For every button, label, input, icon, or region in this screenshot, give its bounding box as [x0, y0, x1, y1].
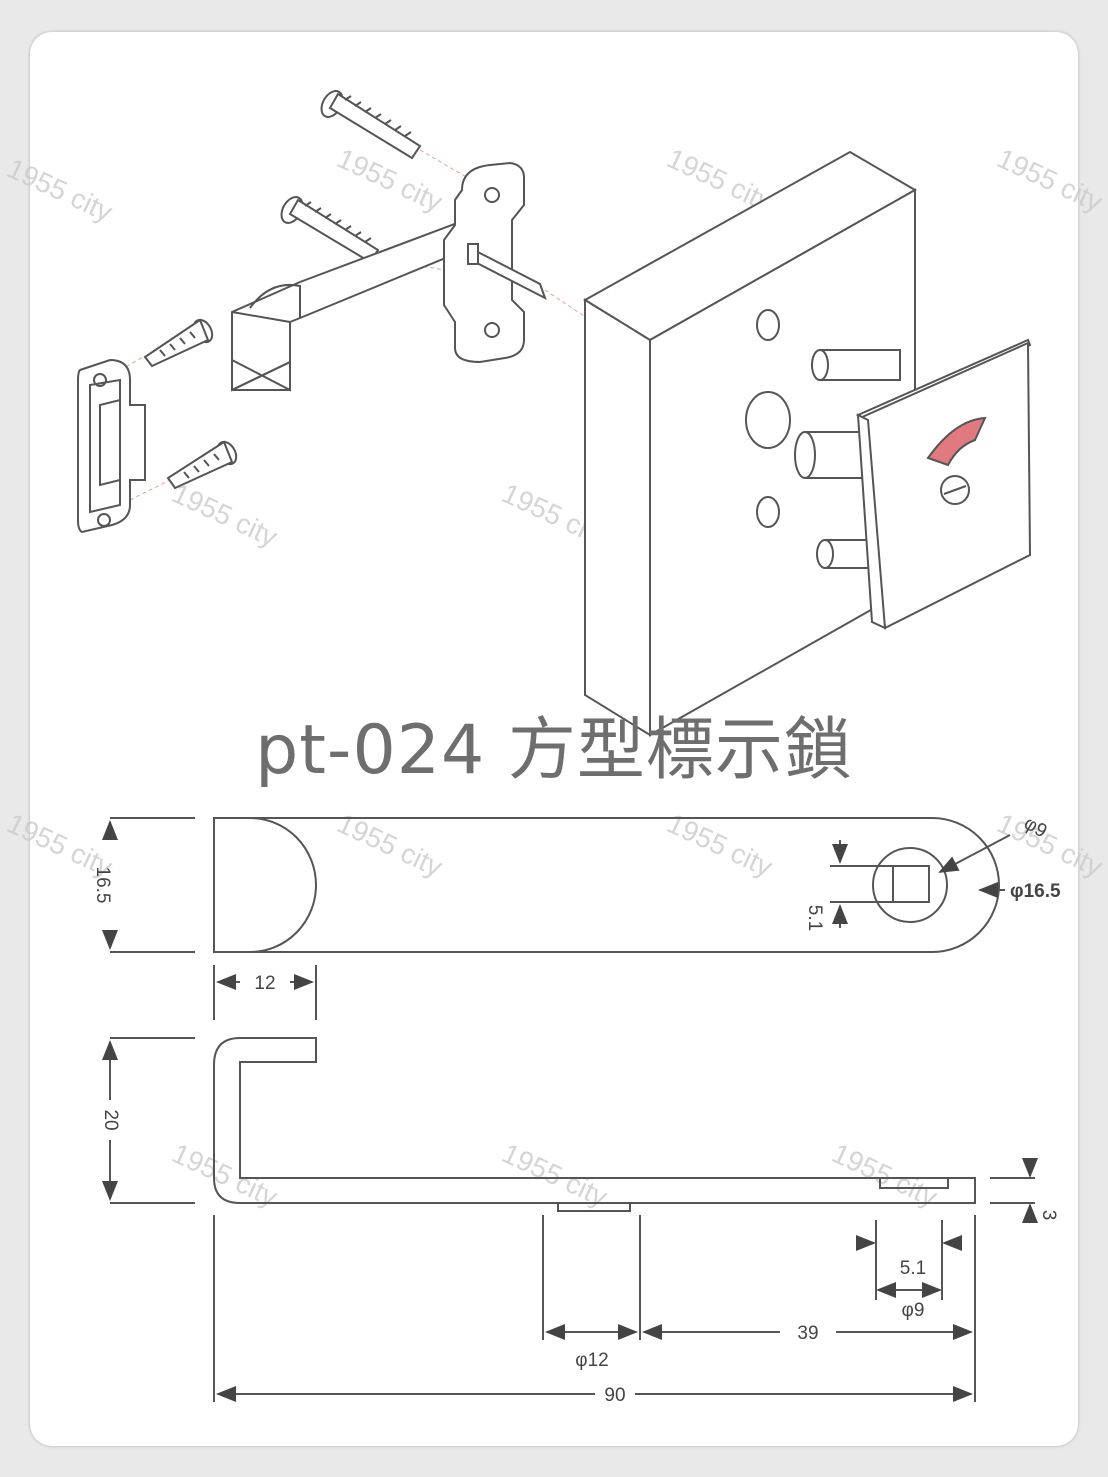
dim-side-height: 20	[100, 1109, 121, 1130]
dim-bore-square: 5.1	[804, 905, 825, 931]
screw-3	[143, 318, 214, 368]
dim-offset: 39	[797, 1323, 818, 1344]
screw-4	[166, 440, 238, 490]
watermark: 1955 city	[497, 1137, 612, 1212]
dim-thickness: 3	[1038, 1210, 1059, 1221]
pivot-bracket	[443, 161, 547, 364]
dim-side-square: 5.1	[900, 1258, 926, 1279]
lock-body-block	[583, 150, 918, 737]
dim-total-length: 90	[604, 1385, 625, 1406]
dim-side-bore: φ9	[902, 1300, 925, 1321]
exploded-view	[77, 90, 1032, 737]
dim-height-top: 16.5	[92, 867, 113, 904]
screw-2	[280, 196, 380, 264]
product-title: pt-024 方型標示鎖	[255, 711, 853, 790]
dim-outer-dia: φ16.5	[1010, 881, 1061, 902]
watermark: 1955 city	[2, 152, 117, 227]
dim-boss-dia: φ12	[575, 1350, 608, 1371]
hook-bar	[231, 220, 461, 392]
keeper-plate	[77, 358, 146, 534]
top-view: 16.5 5.1 φ9 φ16.5 12	[92, 813, 1061, 1020]
watermark: 1955 city	[167, 477, 282, 552]
screw-1	[320, 90, 422, 160]
occupied-indicator	[926, 416, 987, 467]
watermark: 1955 city	[827, 1137, 942, 1212]
side-view: 20 3 5.1 φ9 φ12 39 90	[100, 1037, 1059, 1406]
watermark: 1955 city	[167, 1137, 282, 1212]
indicator-plate	[855, 338, 1032, 630]
watermark: 1955 city	[992, 142, 1107, 217]
watermark: 1955 city	[992, 807, 1107, 882]
watermarks: 1955 city 1955 city 1955 city 1955 city …	[2, 142, 1107, 1212]
watermark: 1955 city	[332, 142, 447, 217]
dim-hook-width: 12	[254, 973, 275, 994]
